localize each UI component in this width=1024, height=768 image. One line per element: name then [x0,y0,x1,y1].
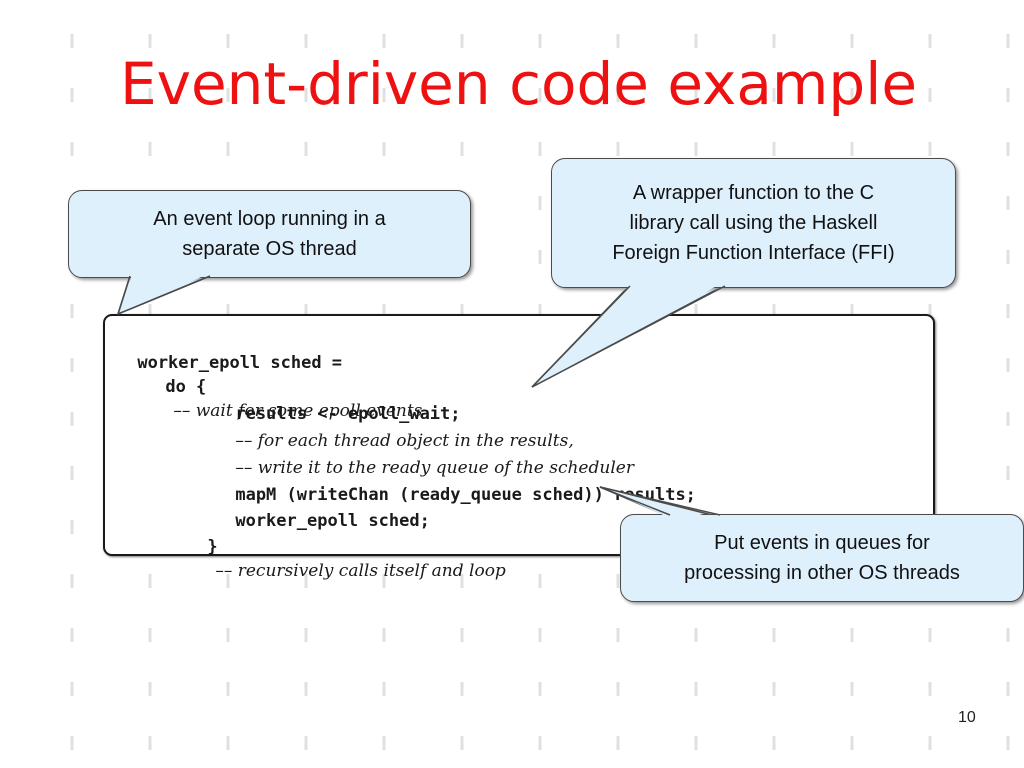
slide-title: Event-driven code example [120,50,918,118]
wrapper-callout-pointer [531,284,726,388]
queues-callout-pointer [599,486,721,518]
callout-text: An event loop running in a [153,208,386,230]
callout-text: A wrapper function to the C [632,182,875,204]
code-line-2: do { –– wait for some epoll events [145,351,422,421]
callout-text: library call using the Haskell [629,212,878,234]
code-line-1: worker_epoll sched = [117,327,342,373]
code-comment: –– write it to the ready queue of the sc… [235,458,634,478]
callout-text: processing in other OS threads [684,562,960,584]
code-comment: –– wait for some epoll events [173,401,423,421]
code-text: results <- epoll_wait; [235,404,461,424]
event-loop-callout-pointer [116,275,211,316]
code-line-8: } –– recursively calls itself and loop [187,511,505,581]
callout-text: separate OS thread [182,238,357,260]
code-text: worker_epoll sched = [137,353,343,373]
callout-text: Put events in queues for [714,532,930,554]
code-line-4: –– for each thread object in the results… [215,405,573,451]
code-line-3: results <- epoll_wait; [215,378,460,424]
code-comment: –– recursively calls itself and loop [215,561,506,581]
callout-text: Foreign Function Interface (FFI) [612,242,895,264]
code-comment: –– for each thread object in the results… [235,431,574,451]
wrapper-callout: A wrapper function to the C library call… [551,158,956,288]
code-text: do { [165,377,207,397]
code-text: } [207,537,218,557]
code-text: worker_epoll sched; [235,511,430,531]
event-loop-callout: An event loop running in a separate OS t… [68,190,471,278]
code-line-5: –– write it to the ready queue of the sc… [215,432,634,478]
page-number: 10 [958,709,976,726]
queues-callout: Put events in queues for processing in o… [620,514,1024,602]
code-line-7: worker_epoll sched; [215,485,429,531]
